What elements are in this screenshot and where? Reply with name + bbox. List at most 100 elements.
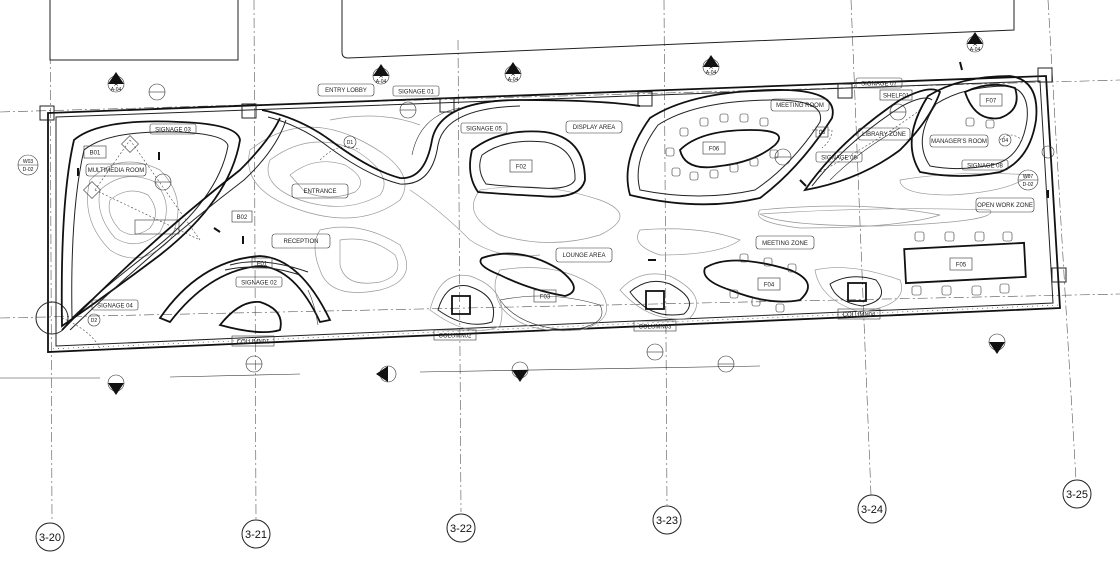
svg-text:SIGNAGE 03: SIGNAGE 03 <box>155 128 191 134</box>
svg-text:ENTRY LOBBY: ENTRY LOBBY <box>325 88 367 94</box>
grid-bubble-3-20: 3-20 <box>35 522 65 552</box>
projector-icon <box>83 181 101 199</box>
perimeter-column <box>837 83 853 99</box>
svg-text:F01: F01 <box>257 262 268 268</box>
svg-text:A-04: A-04 <box>706 70 717 76</box>
svg-text:COLUMN02: COLUMN02 <box>439 334 472 340</box>
managers-room <box>910 75 1038 177</box>
adjacent-buildings <box>49 0 1015 61</box>
grid-line-3-20 <box>49 0 53 521</box>
svg-text:A-04: A-04 <box>508 77 519 83</box>
open-work-zone <box>903 231 1027 296</box>
svg-text:A-04: A-04 <box>376 79 387 85</box>
zone-label-meeting-room: MEETING ROOM <box>770 98 830 112</box>
grid-line-3-25 <box>1047 0 1077 481</box>
multimedia-room <box>60 120 241 328</box>
zone-label-display-area: DISPLAY AREA <box>565 120 623 134</box>
section-marker <box>107 374 125 395</box>
interior-wall-line <box>55 80 1054 347</box>
perimeter-column <box>637 91 653 107</box>
svg-text:COLUMN01: COLUMN01 <box>237 340 270 346</box>
wall-tag-w03: W03 D-02 <box>17 154 39 176</box>
section-marker: A A-04 <box>966 32 984 53</box>
svg-text:COLUMN04: COLUMN04 <box>843 313 876 319</box>
svg-text:ENTRANCE: ENTRANCE <box>303 189 336 195</box>
signage-08: SIGNAGE 08 <box>961 159 1009 171</box>
svg-text:SIGNAGE 06: SIGNAGE 06 <box>821 156 857 162</box>
elevation-marker <box>774 148 792 166</box>
furniture-tags: F01 F02 F03 F04 F05 F06 F07 B01 <box>83 89 1003 303</box>
tag-f02: F02 <box>509 159 533 173</box>
open-work-table <box>903 241 1027 285</box>
tag-b02: B02 <box>231 210 253 223</box>
svg-text:W07: W07 <box>1023 174 1034 180</box>
svg-text:D-02: D-02 <box>1023 182 1034 188</box>
svg-text:B01: B01 <box>90 151 101 157</box>
elevation-marker <box>245 355 263 373</box>
zone-label-entry-lobby: ENTRY LOBBY <box>317 83 375 97</box>
zone-label-open-work-zone: OPEN WORK ZONE <box>975 197 1035 213</box>
svg-text:D-02: D-02 <box>23 167 34 173</box>
wall-tag-w07: W07 D-02 <box>1017 169 1039 191</box>
svg-text:LIBRARY ZONE: LIBRARY ZONE <box>862 132 906 138</box>
grid-bubble-3-25: 3-25 <box>1062 479 1092 509</box>
perimeter-column <box>39 105 55 121</box>
zone-label-reception: RECEPTION <box>271 233 331 249</box>
zone-label-multimedia-room: MULTIMEDIA ROOM <box>85 163 147 177</box>
adjacent-building-left <box>49 0 239 61</box>
equipment-note-box <box>134 219 180 235</box>
multimedia-room-wall <box>60 120 241 328</box>
library-shelf-wall <box>803 88 942 192</box>
elevation-marker <box>148 83 166 101</box>
svg-text:F03: F03 <box>540 295 551 301</box>
svg-text:3-21: 3-21 <box>245 529 267 541</box>
grid-line-horizontal-top <box>0 79 1120 113</box>
meeting-zone-chairs <box>729 253 797 313</box>
svg-text:MANAGER'S ROOM: MANAGER'S ROOM <box>931 139 987 145</box>
svg-text:DISPLAY AREA: DISPLAY AREA <box>573 125 615 131</box>
speaker-icon <box>121 135 139 153</box>
svg-text:3-24: 3-24 <box>861 504 883 516</box>
svg-text:A: A <box>709 65 713 71</box>
corner-round-column <box>35 301 69 335</box>
signage-06: SIGNAGE 06 <box>815 151 863 163</box>
section-marker: A A-04 <box>372 64 390 85</box>
svg-text:F07: F07 <box>986 99 997 105</box>
grid-bubble-3-22: 3-22 <box>446 513 476 543</box>
perimeter-column <box>1037 67 1053 83</box>
library-zone <box>803 88 942 192</box>
grid-line-stub-2 <box>419 365 761 373</box>
grid-bubble-3-23: 3-23 <box>652 505 682 535</box>
meeting-zone <box>703 253 809 313</box>
svg-text:SIGNAGE 02: SIGNAGE 02 <box>241 281 277 287</box>
svg-text:A: A <box>379 74 383 80</box>
tag-f07: F07 <box>979 93 1003 107</box>
wall-tags: W03 D-02 W07 D-02 <box>17 154 1039 191</box>
tag-b01: B01 <box>83 145 107 159</box>
grid-bubble-3-21: 3-21 <box>241 519 271 549</box>
grid-line-3-21 <box>253 0 257 521</box>
door-tag-d4: D4 <box>998 133 1012 147</box>
section-marker: A A-04 <box>107 72 125 93</box>
section-marker <box>988 333 1006 354</box>
managers-chair <box>985 119 995 129</box>
grid-bubble-3-24: 3-24 <box>857 494 887 524</box>
svg-text:B02: B02 <box>237 215 248 221</box>
entry-walls <box>61 99 641 331</box>
elevation-marker <box>646 343 664 361</box>
svg-text:A: A <box>511 72 515 78</box>
tag-f03: F03 <box>533 289 557 303</box>
svg-text:3-25: 3-25 <box>1066 489 1088 501</box>
tag-f06: F06 <box>702 141 726 155</box>
display-area-island <box>469 130 586 198</box>
elevation-marker <box>717 355 735 373</box>
signage-03: SIGNAGE 03 <box>149 123 197 135</box>
column-04 <box>814 267 902 313</box>
svg-text:SIGNAGE 04: SIGNAGE 04 <box>97 304 133 310</box>
signage-01: SIGNAGE 01 <box>392 85 440 97</box>
svg-text:D4: D4 <box>1002 138 1009 144</box>
column-03 <box>619 273 698 320</box>
zone-label-meeting-zone: MEETING ZONE <box>755 235 815 250</box>
perimeter-columns <box>35 67 1067 335</box>
